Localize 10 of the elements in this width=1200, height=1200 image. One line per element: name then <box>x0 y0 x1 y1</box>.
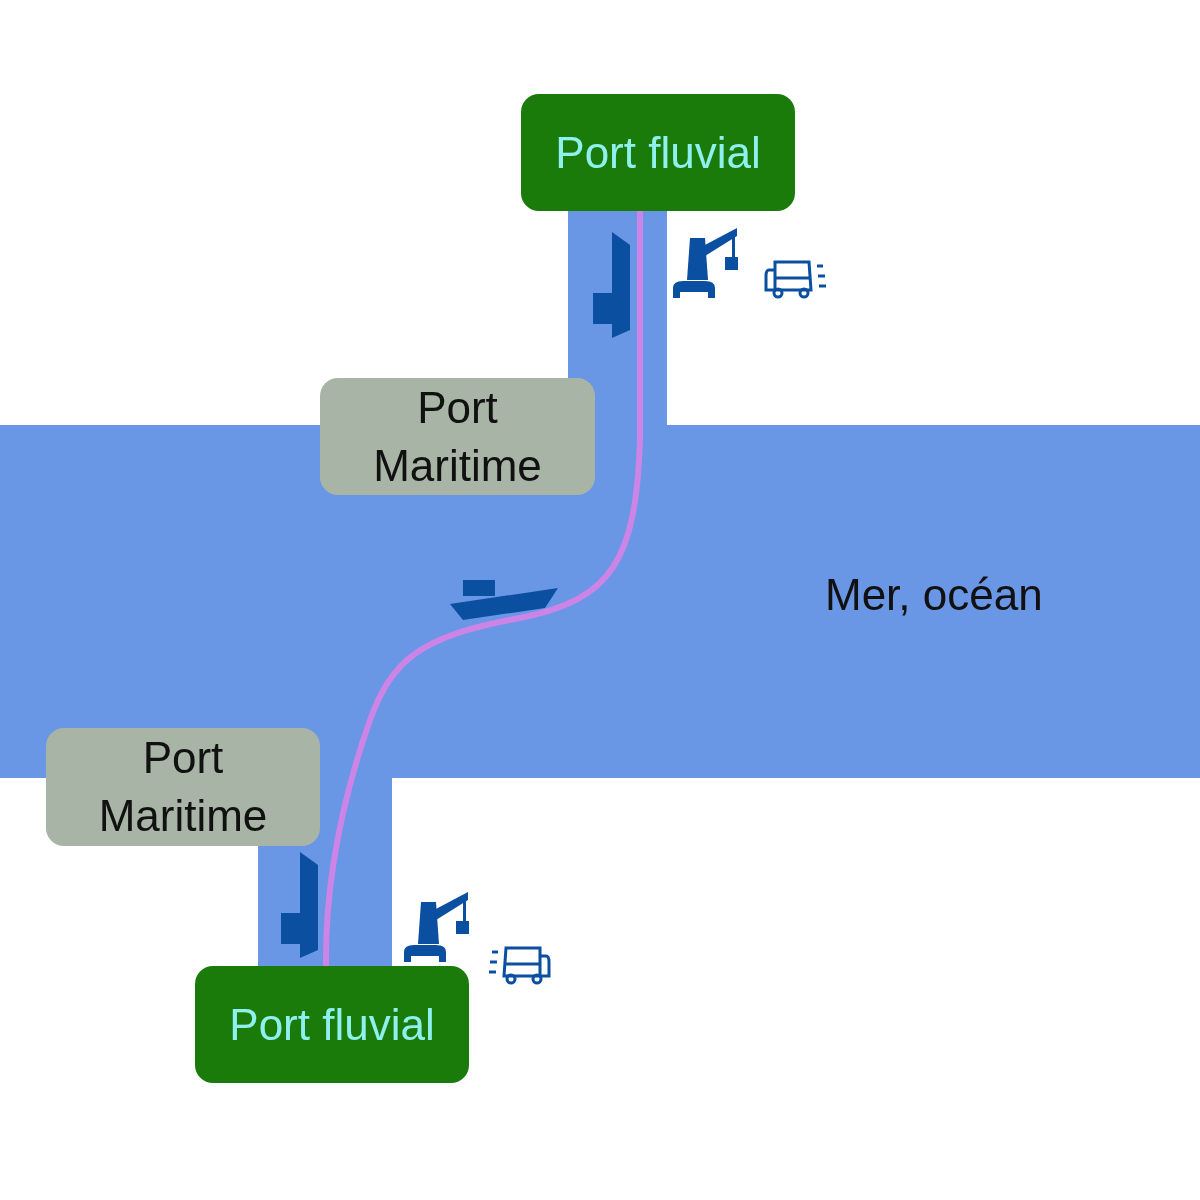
port-name: Port Maritime <box>372 381 543 492</box>
port-box <box>320 378 595 495</box>
port-box <box>195 966 469 1083</box>
port-name: Port fluvial <box>229 998 435 1051</box>
route-line <box>323 211 643 966</box>
port-name: Port Maritime <box>97 732 269 842</box>
port-box <box>46 728 320 846</box>
sea-label: Mer, océan <box>825 570 1043 620</box>
port-name: Port fluvial <box>555 126 761 179</box>
port-box <box>521 94 795 211</box>
